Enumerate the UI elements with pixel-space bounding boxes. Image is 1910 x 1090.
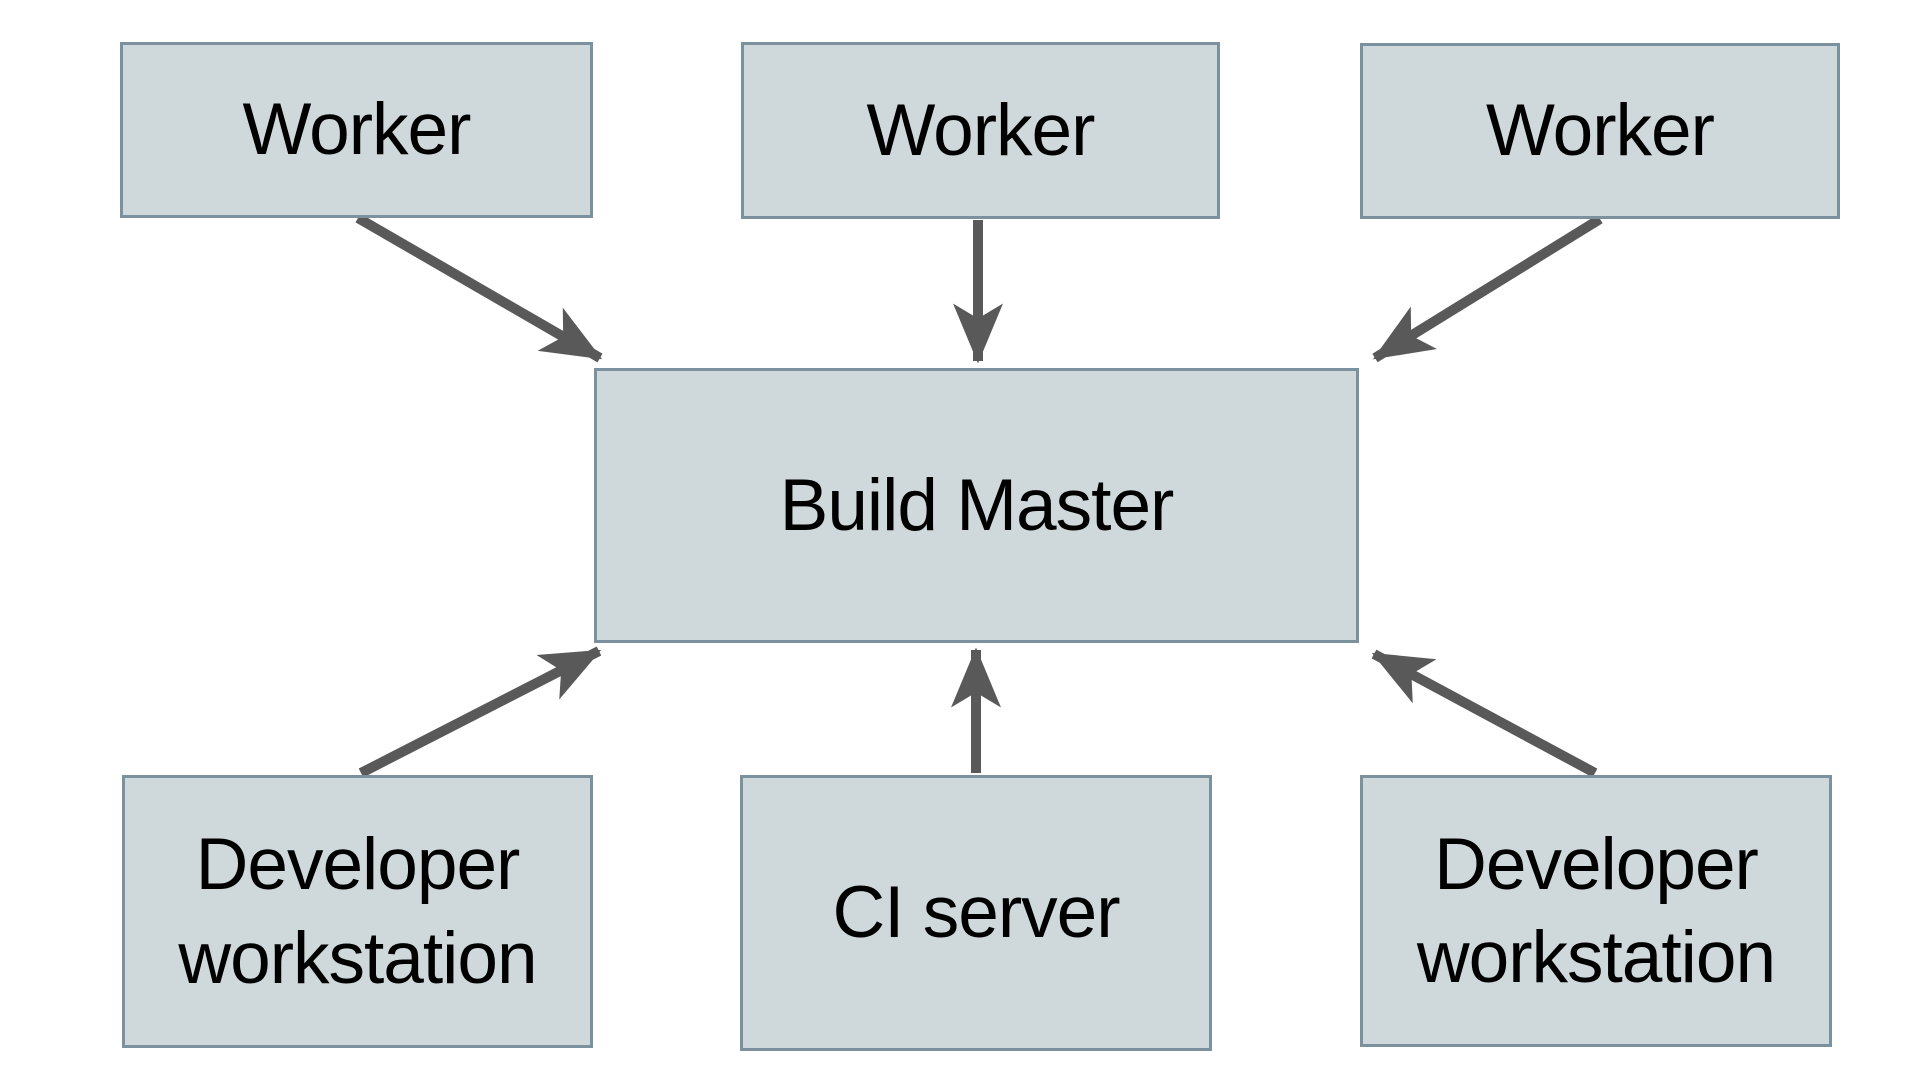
- node-developer-workstation-right-label: Developer workstation: [1416, 823, 1776, 998]
- node-ci-server: CI server: [740, 775, 1212, 1051]
- node-worker-1: Worker: [120, 42, 593, 218]
- node-worker-2-label: Worker: [866, 89, 1096, 171]
- node-ci-server-label: CI server: [832, 872, 1120, 954]
- node-worker-3: Worker: [1360, 43, 1840, 219]
- node-build-master: Build Master: [594, 368, 1359, 643]
- node-developer-workstation-left: Developer workstation: [122, 775, 593, 1048]
- arrow-worker1-to-build-master: [355, 213, 603, 363]
- node-worker-1-label: Worker: [242, 89, 472, 171]
- node-developer-workstation-right: Developer workstation: [1360, 775, 1832, 1047]
- arrow-dev-workstation-right-to-build-master: [1371, 649, 1598, 778]
- node-developer-workstation-left-label: Developer workstation: [178, 824, 537, 999]
- node-worker-2: Worker: [741, 42, 1220, 219]
- node-build-master-label: Build Master: [779, 464, 1175, 546]
- arrow-dev-workstation-left-to-build-master: [358, 646, 602, 778]
- arrow-worker3-to-build-master: [1372, 214, 1603, 363]
- node-worker-3-label: Worker: [1486, 90, 1715, 172]
